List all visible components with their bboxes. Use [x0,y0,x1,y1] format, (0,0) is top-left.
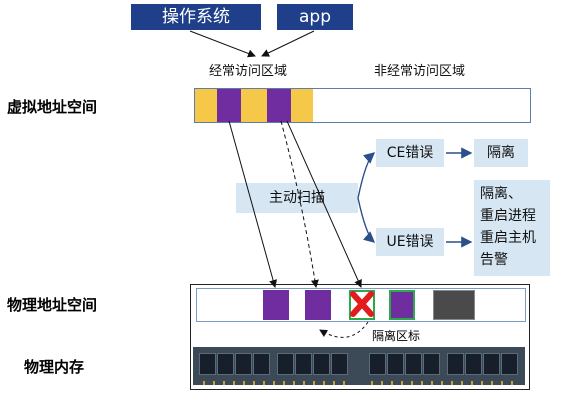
os-box: 操作系统 [131,4,261,30]
physical-page [263,290,289,320]
virtual-address-space-label: 虚拟地址空间 [7,98,98,116]
memory-module-image [193,347,525,385]
active-scan-box: 主动扫描 [236,183,358,213]
ce-isolate-box: 隔离 [474,139,528,167]
os-arrow [189,30,256,58]
isolation-arrow [319,321,369,338]
app-arrow [261,30,315,57]
infrequent-region-label: 非经常访问区域 [374,64,466,79]
physical-address-space-label: 物理地址空间 [7,296,98,314]
ue-actions-box: 隔离、 重启进程 重启主机 告警 [474,180,550,276]
scan-to-ue-arrow [357,197,376,243]
ce-error-box: CE错误 [376,139,444,167]
scan-arrow [286,120,362,288]
frequent-page [241,89,267,122]
frequent-page [291,89,313,122]
app-box: app [277,4,353,30]
ue-action-restart-host: 重启主机 [480,230,536,246]
physical-memory-label: 物理内存 [24,358,85,376]
error-x-icon [350,291,374,317]
sampled-page [267,89,291,122]
ue-action-restart-process: 重启进程 [480,208,536,224]
isolation-tag-label: 隔离区标 [372,329,421,343]
scan-to-ce-arrow [357,152,376,199]
isolated-region [433,290,475,320]
ue-action-isolate: 隔离、 [480,186,522,202]
frequent-page [195,89,217,122]
sampled-page [217,89,241,122]
ue-error-box: UE错误 [376,228,444,256]
physical-page [305,290,331,320]
virtual-address-bar [194,88,531,123]
mapping-dashed-arrow [280,120,319,288]
migrated-page [389,290,415,320]
ue-action-alert: 告警 [480,252,508,268]
physical-address-bar [196,288,526,322]
mapping-arrow [228,120,277,288]
frequent-region-label: 经常访问区域 [209,64,288,79]
